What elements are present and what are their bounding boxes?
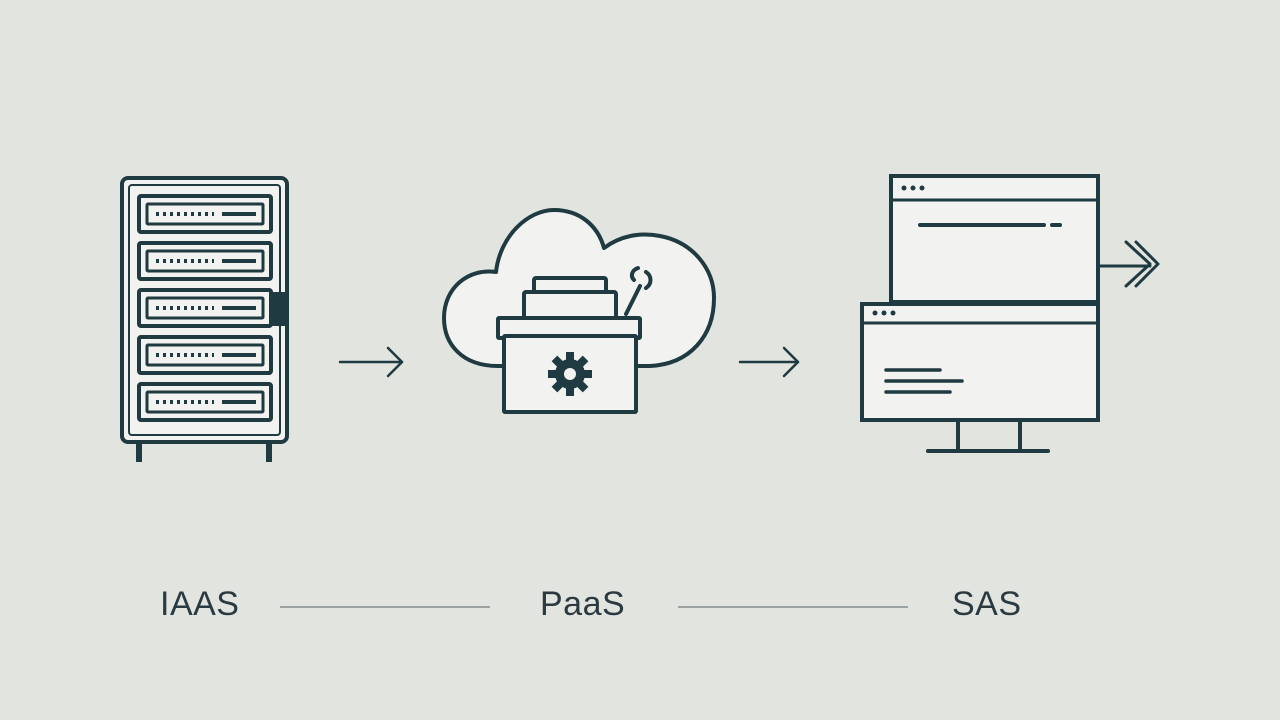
cloud-toolbox-icon bbox=[442, 208, 716, 414]
label-paas: PaaS bbox=[540, 585, 626, 623]
server-unit-3 bbox=[137, 288, 273, 328]
monitor-stand bbox=[926, 420, 1050, 453]
server-unit-1 bbox=[137, 194, 273, 234]
connector-line-1 bbox=[280, 606, 490, 608]
wrench-icon bbox=[624, 266, 653, 316]
double-chevron-right-icon bbox=[1098, 240, 1160, 288]
server-rack-icon bbox=[120, 176, 289, 462]
monitor-windows-icon bbox=[860, 174, 1160, 453]
connector-line-2 bbox=[678, 606, 908, 608]
label-iaas: IAAS bbox=[160, 585, 240, 623]
arrow-right-icon-2 bbox=[738, 346, 800, 378]
monitor-screen bbox=[860, 302, 1100, 422]
server-unit-4 bbox=[137, 335, 273, 375]
label-saas: SAS bbox=[952, 585, 1022, 623]
server-unit-5 bbox=[137, 382, 273, 422]
arrow-right-icon-1 bbox=[338, 346, 404, 378]
gear-icon bbox=[548, 352, 592, 396]
browser-window-back bbox=[889, 174, 1100, 304]
server-unit-2 bbox=[137, 241, 273, 281]
